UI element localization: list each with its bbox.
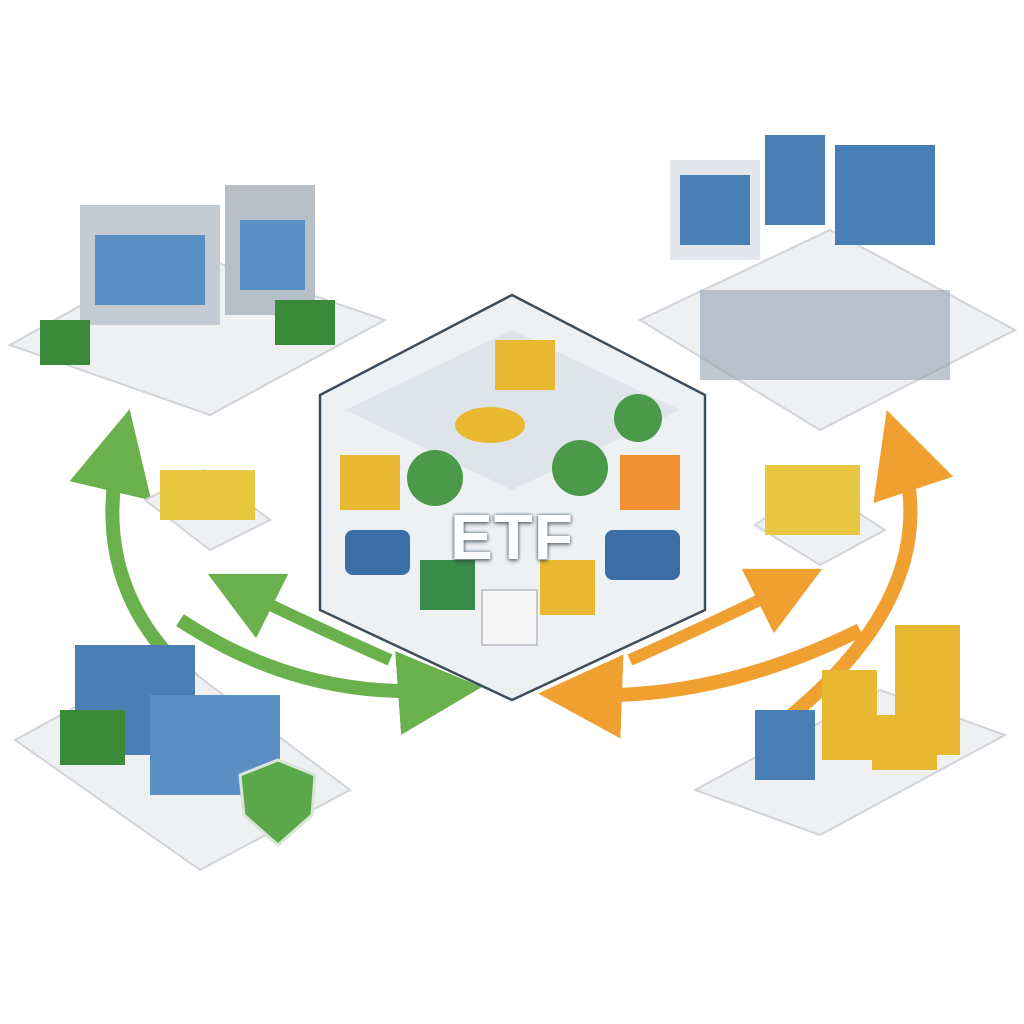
orange-arrow-back-icon: [627, 568, 823, 666]
etf-hexagon-icon: [318, 293, 707, 702]
cash-coins-icon: [692, 625, 1008, 837]
etf-label: ETF: [450, 501, 574, 573]
left-mini-stack-icon: [143, 468, 272, 552]
trading-floor-icon: [637, 135, 1018, 432]
green-arrow-center-icon: [176, 614, 482, 735]
institution-building-icon: [7, 185, 388, 417]
orange-arrow-up-icon: [755, 410, 954, 746]
right-mini-stack-icon: [753, 465, 887, 567]
securities-stack-icon: [13, 645, 352, 872]
green-arrow-back-icon: [207, 573, 393, 666]
orange-arrow-center-icon: [538, 623, 864, 739]
